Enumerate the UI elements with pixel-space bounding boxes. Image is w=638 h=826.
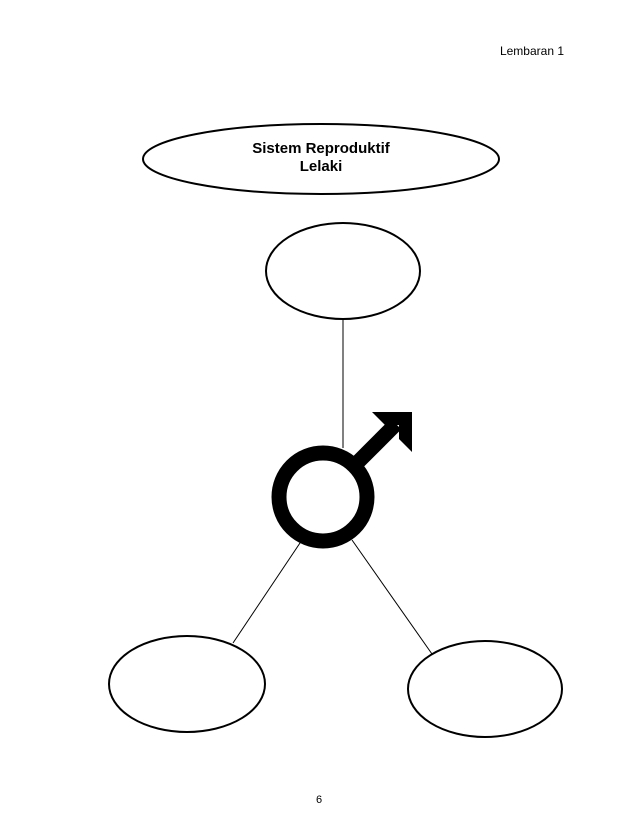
connector-right bbox=[351, 539, 433, 655]
answer-oval-top[interactable] bbox=[265, 222, 421, 320]
sheet-label: Lembaran 1 bbox=[499, 44, 564, 58]
title-oval bbox=[142, 123, 500, 195]
answer-oval-right[interactable] bbox=[407, 640, 563, 738]
male-symbol-icon bbox=[271, 412, 412, 549]
title-line-2: Lelaki bbox=[299, 158, 343, 175]
answer-oval-left[interactable] bbox=[108, 635, 266, 733]
connector-left bbox=[232, 539, 303, 644]
title-line-1: Sistem Reproduktif bbox=[252, 140, 390, 157]
page-number: 6 bbox=[315, 794, 323, 806]
diagram-title: Sistem Reproduktif Lelaki bbox=[143, 140, 499, 176]
